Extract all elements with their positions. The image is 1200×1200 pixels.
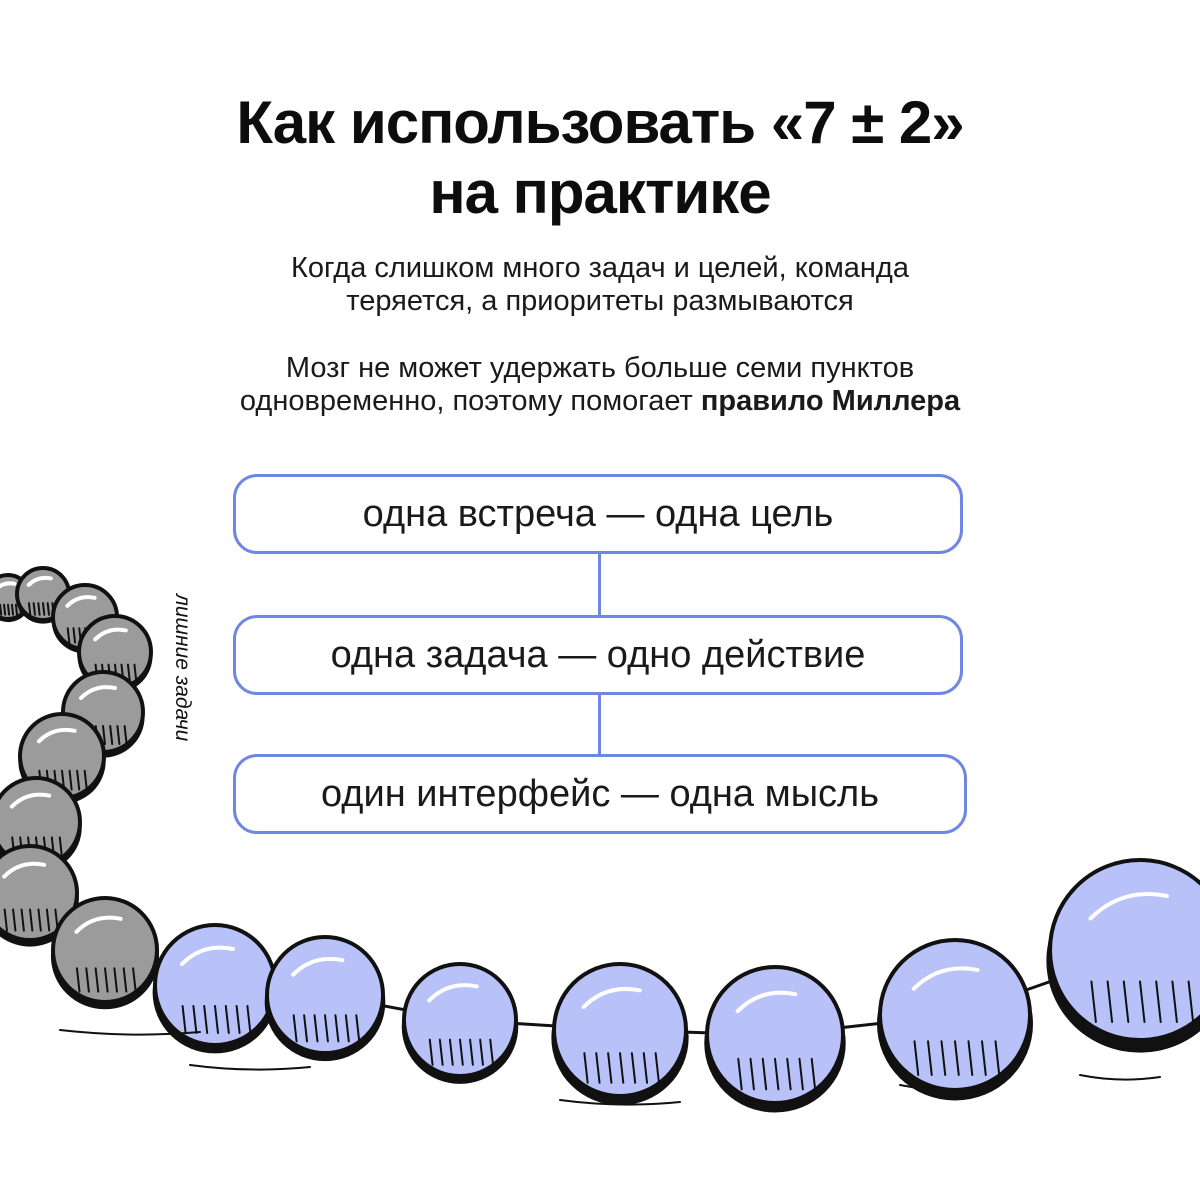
rule-connector-line (598, 695, 601, 754)
rule-box-task: одна задача — одно действие (233, 615, 963, 695)
blue-bead (877, 938, 1033, 1101)
miller-paragraph: Мозг не может удержать больше семи пункт… (0, 352, 1200, 418)
gray-bead (50, 896, 160, 1010)
extra-tasks-label: лишние задачи (171, 594, 194, 742)
miller-line-1: Мозг не может удержать больше семи пункт… (285, 352, 915, 384)
blue-bead (152, 923, 278, 1054)
miller-line-2: одновременно, поэтому помогает правило М… (0, 385, 1200, 418)
motion-stroke (189, 1064, 311, 1071)
miller-rule-name: правило Миллера (700, 385, 961, 417)
motion-stroke (59, 1029, 201, 1036)
rule-connector-line (598, 554, 601, 615)
blue-bead (704, 965, 846, 1113)
intro-line-1: Когда слишком много задач и целей, коман… (291, 252, 909, 284)
motion-stroke (899, 1084, 981, 1091)
intro-line-2: теряется, а приоритеты размываются (346, 285, 854, 317)
blue-bead (264, 935, 386, 1062)
blue-bead (1046, 858, 1200, 1053)
motion-stroke (1079, 1074, 1161, 1081)
page-title-line-2: на практике (429, 159, 771, 226)
gray-bead (77, 614, 153, 694)
page-title: Как использовать «7 ± 2» на практике (0, 88, 1200, 228)
motion-stroke (559, 1099, 681, 1106)
blue-bead (551, 962, 689, 1106)
rule-box-meeting: одна встреча — одна цель (233, 474, 963, 554)
page-title-line-1: Как использовать «7 ± 2» (236, 89, 964, 156)
blue-bead (401, 962, 519, 1084)
rule-box-interface: один интерфейс — одна мысль (233, 754, 967, 834)
miller-line-2-text: одновременно, поэтому помогает (239, 385, 701, 417)
intro-paragraph: Когда слишком много задач и целей, коман… (0, 252, 1200, 318)
